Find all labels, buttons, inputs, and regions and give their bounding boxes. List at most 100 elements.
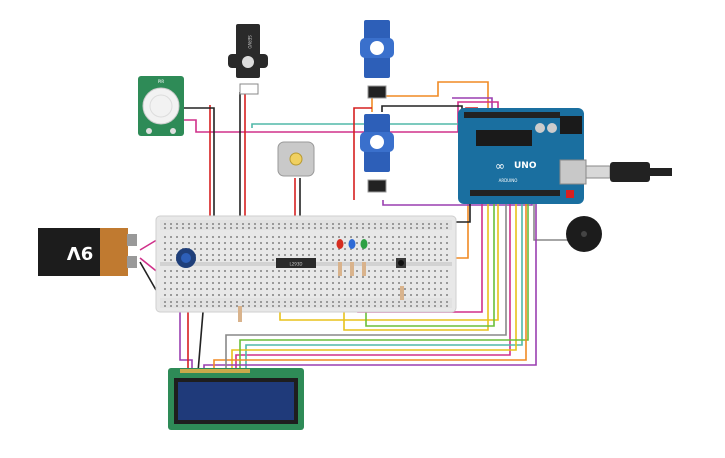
breadboard-hole	[164, 294, 166, 296]
breadboard-hole	[308, 236, 310, 238]
breadboard-hole	[440, 223, 442, 225]
led-group	[336, 239, 368, 249]
breadboard-hole	[248, 270, 250, 272]
breadboard-hole	[182, 223, 184, 225]
breadboard-hole	[320, 248, 322, 250]
breadboard-hole	[242, 276, 244, 278]
breadboard-hole	[212, 282, 214, 284]
breadboard-hole	[356, 276, 358, 278]
breadboard-hole	[308, 248, 310, 250]
breadboard-hole	[308, 270, 310, 272]
breadboard-hole	[362, 227, 364, 229]
breadboard-hole	[338, 305, 340, 307]
breadboard-hole	[428, 276, 430, 278]
breadboard-hole	[434, 242, 436, 244]
breadboard-hole	[338, 227, 340, 229]
breadboard-hole	[254, 305, 256, 307]
breadboard-hole	[212, 294, 214, 296]
breadboard-hole	[230, 276, 232, 278]
breadboard-hole	[368, 259, 370, 261]
breadboard-hole	[266, 305, 268, 307]
breadboard-hole	[350, 254, 352, 256]
breadboard-hole	[338, 288, 340, 290]
breadboard-hole	[434, 248, 436, 250]
breadboard-hole	[254, 248, 256, 250]
breadboard-hole	[236, 236, 238, 238]
breadboard-hole	[272, 236, 274, 238]
breadboard-hole	[218, 259, 220, 261]
servo-black: SERVO	[228, 24, 268, 95]
breadboard-hole	[218, 254, 220, 256]
breadboard-hole	[404, 294, 406, 296]
breadboard-hole	[206, 270, 208, 272]
breadboard-hole	[386, 223, 388, 225]
breadboard-hole	[254, 301, 256, 303]
breadboard-hole	[380, 236, 382, 238]
breadboard-hole	[368, 288, 370, 290]
pir-dome-ring	[149, 94, 173, 118]
breadboard-hole	[290, 236, 292, 238]
breadboard-hole	[284, 242, 286, 244]
breadboard-hole	[308, 301, 310, 303]
arduino-reset-button[interactable]	[566, 190, 574, 198]
breadboard-hole	[164, 301, 166, 303]
breadboard-hole	[332, 305, 334, 307]
breadboard-hole	[398, 270, 400, 272]
breadboard-hole	[314, 288, 316, 290]
servo-black-connector	[239, 83, 259, 95]
breadboard-hole	[272, 254, 274, 256]
breadboard-hole	[380, 242, 382, 244]
breadboard-hole	[278, 236, 280, 238]
lcd-pin-header	[180, 369, 250, 373]
push-button[interactable]	[396, 258, 406, 268]
breadboard-hole	[416, 248, 418, 250]
battery-label: 9V	[67, 242, 94, 263]
breadboard-hole	[194, 236, 196, 238]
breadboard-hole	[266, 236, 268, 238]
breadboard-hole	[260, 305, 262, 307]
breadboard-hole	[230, 288, 232, 290]
breadboard-hole	[302, 254, 304, 256]
breadboard-hole	[440, 270, 442, 272]
breadboard-hole	[374, 270, 376, 272]
breadboard-hole	[296, 254, 298, 256]
breadboard-hole	[416, 305, 418, 307]
breadboard-hole	[302, 242, 304, 244]
breadboard-hole	[164, 248, 166, 250]
potentiometer[interactable]	[176, 248, 196, 268]
breadboard-hole	[326, 276, 328, 278]
breadboard-hole	[446, 242, 448, 244]
breadboard-hole	[380, 301, 382, 303]
breadboard-hole	[446, 276, 448, 278]
breadboard-hole	[380, 259, 382, 261]
breadboard-hole	[344, 270, 346, 272]
breadboard-hole	[368, 276, 370, 278]
breadboard-hole	[230, 236, 232, 238]
breadboard-hole	[170, 294, 172, 296]
breadboard-hole	[392, 301, 394, 303]
wire-magenta	[235, 190, 511, 372]
breadboard-hole	[422, 288, 424, 290]
wire-teal	[245, 190, 523, 372]
breadboard-hole	[284, 282, 286, 284]
breadboard-hole	[326, 223, 328, 225]
breadboard-hole	[386, 276, 388, 278]
breadboard-hole	[308, 288, 310, 290]
breadboard-hole	[434, 301, 436, 303]
breadboard-hole	[164, 270, 166, 272]
breadboard-hole	[302, 276, 304, 278]
breadboard-hole	[170, 301, 172, 303]
breadboard-hole	[272, 270, 274, 272]
breadboard-hole	[164, 223, 166, 225]
breadboard-hole	[254, 259, 256, 261]
breadboard-hole	[176, 223, 178, 225]
breadboard-hole	[170, 223, 172, 225]
breadboard-hole	[374, 282, 376, 284]
breadboard-hole	[380, 305, 382, 307]
breadboard-hole	[422, 242, 424, 244]
breadboard-hole	[422, 301, 424, 303]
breadboard-hole	[200, 254, 202, 256]
breadboard-hole	[242, 282, 244, 284]
breadboard-hole	[368, 223, 370, 225]
breadboard-hole	[404, 227, 406, 229]
